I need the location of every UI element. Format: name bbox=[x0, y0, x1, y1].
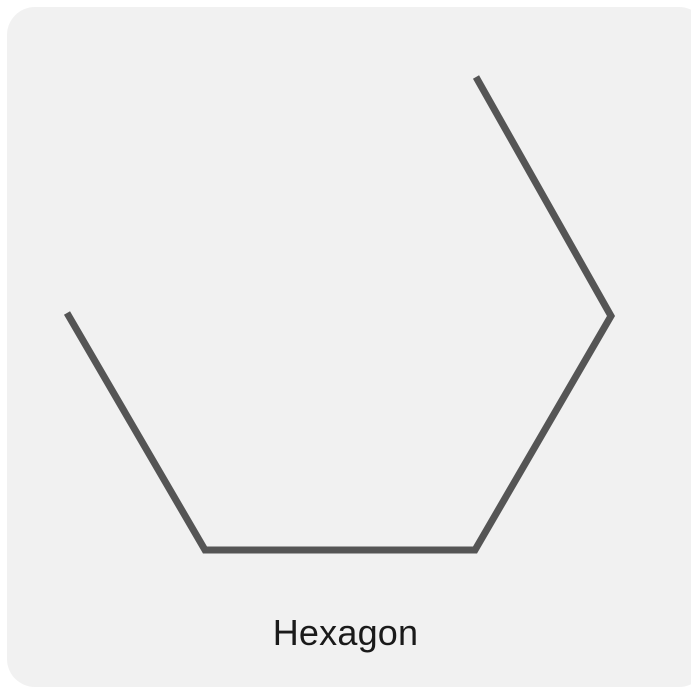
hexagon-outline bbox=[63, 75, 616, 554]
hexagon-partial-path bbox=[63, 75, 616, 554]
figure-card bbox=[7, 7, 691, 687]
figure-caption: Hexagon bbox=[272, 612, 419, 653]
